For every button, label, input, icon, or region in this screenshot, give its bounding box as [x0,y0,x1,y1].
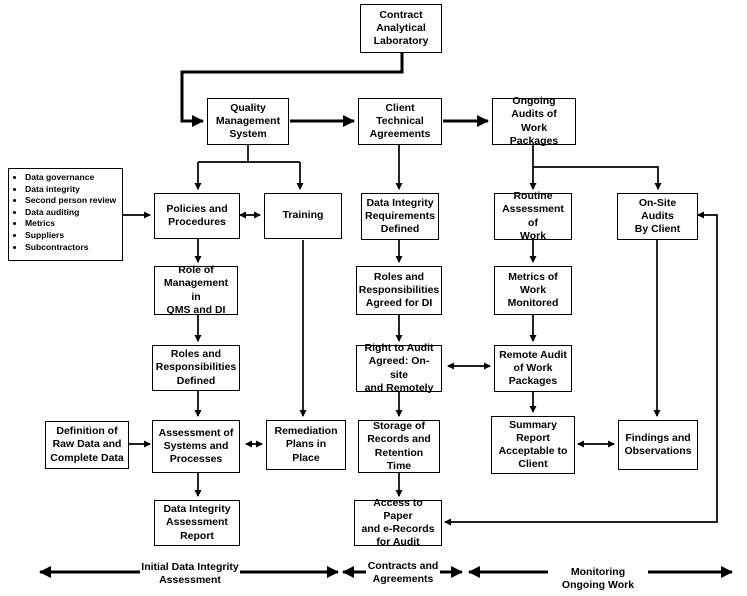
phase-label-initial: Initial Data Integrity Assessment [140,561,240,587]
bullet-item: Subcontractors [25,242,118,254]
bullet-item: Data integrity [25,184,118,196]
box-di-report: Data Integrity Assessment Report [154,500,240,546]
box-roles-agreed: Roles and Responsibilities Agreed for DI [356,266,442,315]
phase-label-monitoring: Monitoring Ongoing Work [548,566,648,592]
box-raw-data: Definition of Raw Data and Complete Data [45,421,129,469]
box-routine-assessment: Routine Assessment of Work [494,190,572,242]
box-findings: Findings and Observations [618,420,698,470]
box-summary-report: Summary Report Acceptable to Client [491,416,575,474]
bullet-item: Suppliers [25,230,118,242]
box-onsite-audits: On-Site Audits By Client [617,193,698,240]
scope-bullet-list: Data governance Data integrity Second pe… [8,168,123,261]
box-ongoing-audits: Ongoing Audits of Work Packages [492,95,576,147]
box-roles-defined: Roles and Responsibilities Defined [152,345,240,391]
box-storage-records: Storage of Records and Retention Time [358,420,440,473]
box-remote-audit: Remote Audit of Work Packages [494,345,572,392]
box-access-records: Access to Paper and e-Records for Audit [354,497,442,548]
phase-label-contracts: Contracts and Agreements [366,560,440,586]
box-remediation: Remediation Plans in Place [266,420,346,470]
box-assessment-systems: Assessment of Systems and Processes [152,420,240,473]
box-qms: Quality Management System [207,98,289,145]
box-contract-lab: Contract Analytical Laboratory [360,4,442,53]
bullet-item: Data auditing [25,207,118,219]
box-policies: Policies and Procedures [154,193,240,239]
box-di-requirements: Data Integrity Requirements Defined [361,193,439,240]
box-training: Training [264,193,342,239]
box-client-agreements: Client Technical Agreements [358,98,442,145]
bullet-item: Metrics [25,218,118,230]
box-right-to-audit: Right to Audit Agreed: On-site and Remot… [356,342,442,394]
box-metrics-monitored: Metrics of Work Monitored [494,266,572,315]
box-role-management: Role of Management in QMS and DI [154,264,238,316]
bullet-item: Second person review [25,195,118,207]
bullet-item: Data governance [25,172,118,184]
